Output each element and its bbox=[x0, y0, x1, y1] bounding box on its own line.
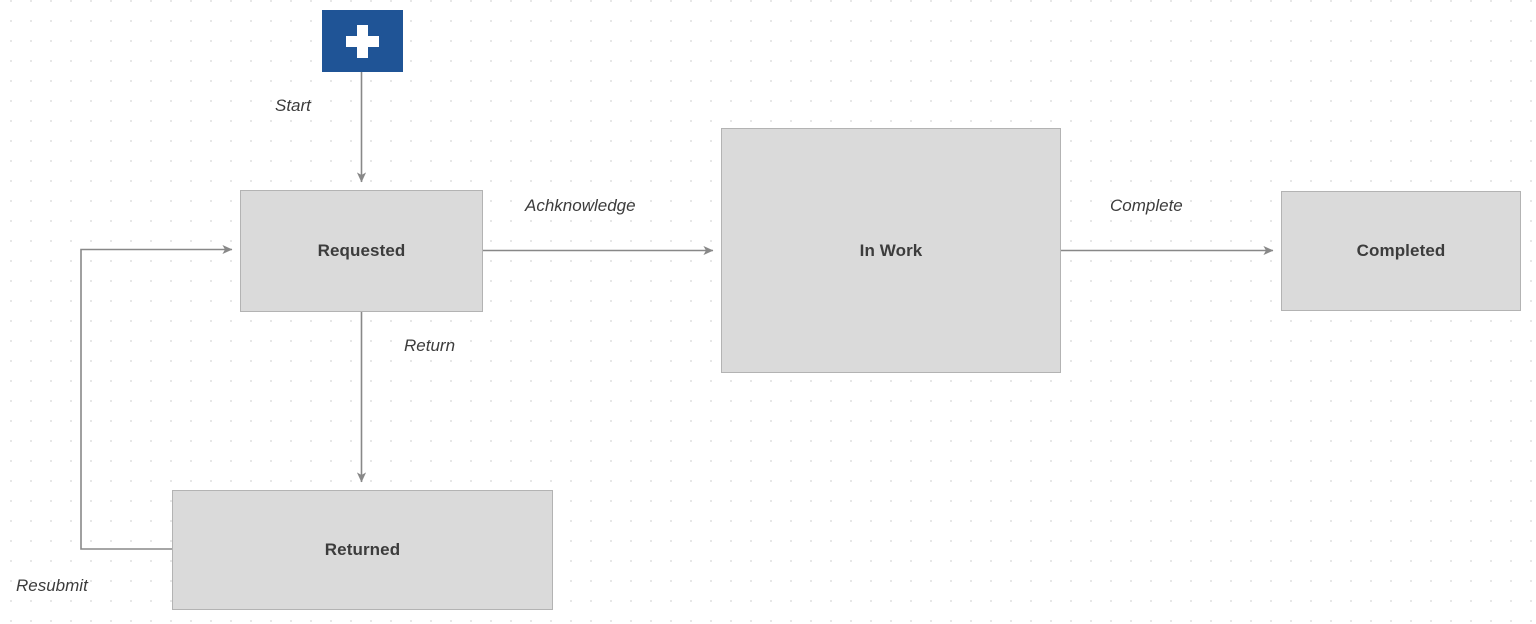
plus-icon bbox=[346, 24, 379, 58]
node-requested[interactable]: Requested bbox=[240, 190, 483, 312]
add-start-node-button[interactable] bbox=[322, 10, 403, 72]
node-in-work-label: In Work bbox=[859, 240, 923, 260]
node-requested-label: Requested bbox=[317, 241, 406, 260]
edge-label-start[interactable]: Start bbox=[275, 96, 311, 115]
node-completed-label: Completed bbox=[1356, 241, 1446, 260]
node-returned[interactable]: Returned bbox=[172, 490, 553, 610]
edge-label-return[interactable]: Return bbox=[404, 336, 456, 355]
edge-label-resubmit[interactable]: Resubmit bbox=[16, 576, 88, 595]
edge-label-complete[interactable]: Complete bbox=[1110, 196, 1183, 215]
node-in-work[interactable]: In Work bbox=[721, 128, 1061, 373]
node-completed[interactable]: Completed bbox=[1281, 191, 1521, 311]
edge-label-achknowledge[interactable]: Achknowledge bbox=[525, 196, 636, 215]
node-returned-label: Returned bbox=[324, 540, 401, 559]
